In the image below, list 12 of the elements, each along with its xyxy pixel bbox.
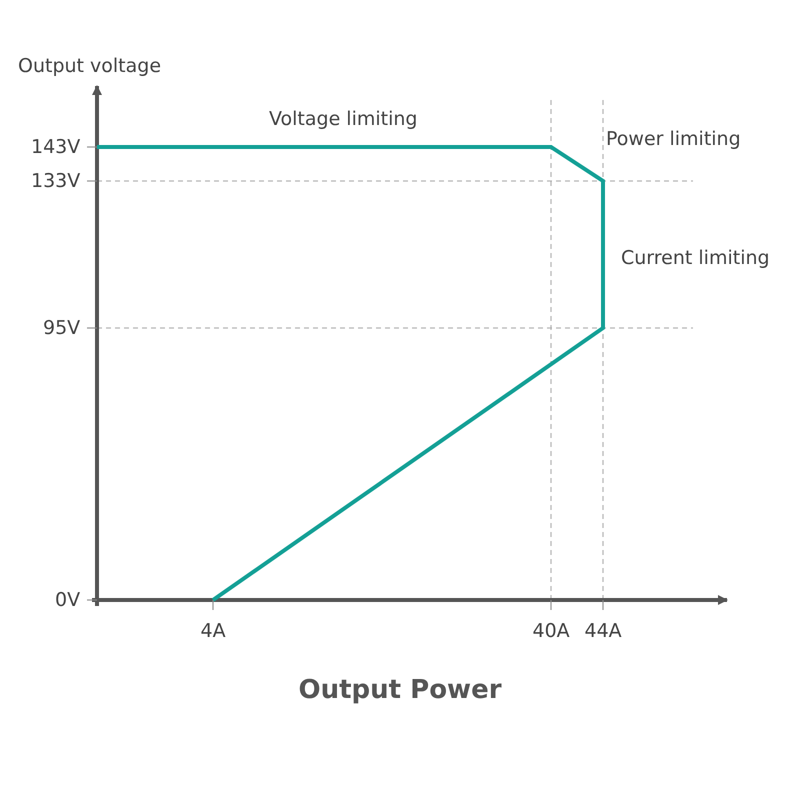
tick-label: 95V — [43, 318, 80, 338]
annotation-text: Voltage limiting — [269, 110, 418, 128]
tick-label: 0V — [55, 590, 80, 610]
tick-label: 44A — [584, 622, 622, 640]
tick-label: 143V — [31, 138, 80, 156]
axis-title: Output Power — [298, 677, 502, 703]
tick-label: 133V — [31, 172, 80, 190]
tick-label: 4A — [200, 622, 226, 640]
annotation-text: Power limiting — [606, 130, 741, 148]
axis-title: Output voltage — [18, 56, 162, 76]
annotation-text: Current limiting — [621, 248, 770, 268]
tick-label: 40A — [532, 622, 570, 640]
